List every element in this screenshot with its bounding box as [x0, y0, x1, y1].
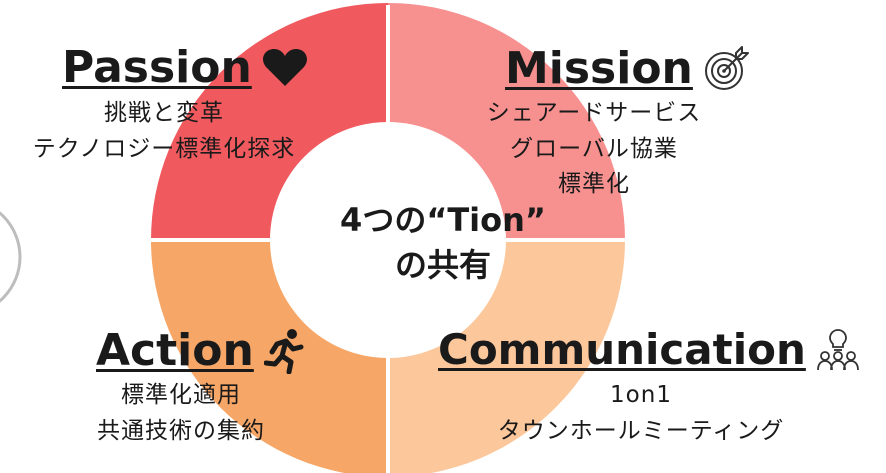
action-title: Action — [96, 328, 304, 374]
communication-line-1: 1on1 — [610, 382, 672, 408]
target-icon — [703, 46, 749, 92]
mission-line-2: グローバル協業 — [510, 135, 678, 162]
mission-body: シェアードサービス グローバル協業 標準化 — [444, 96, 744, 203]
action-line-1: 標準化適用 — [121, 382, 241, 408]
center-label-line2: の共有 — [394, 245, 491, 284]
mission-line-1: シェアードサービス — [486, 100, 702, 126]
center-label: 4つの“Tion” の共有 — [0, 198, 886, 288]
mission-line-3: 標準化 — [558, 171, 630, 198]
center-label-line1: 4つの“Tion” — [340, 201, 546, 239]
people-idea-icon — [816, 328, 860, 372]
communication-title-text: Communication — [438, 325, 806, 374]
passion-title-text: Passion — [62, 42, 252, 93]
runner-icon — [263, 328, 304, 374]
passion-title: Passion — [62, 46, 308, 90]
donut-center — [270, 122, 506, 358]
communication-line-2: タウンホールミーティング — [497, 417, 785, 444]
action-body: 標準化適用 共通技術の集約 — [36, 378, 326, 449]
communication-title: Communication — [438, 328, 860, 372]
heart-icon — [262, 48, 308, 88]
mission-title-text: Mission — [505, 43, 693, 94]
passion-line-1: 挑戦と変革 — [104, 100, 224, 126]
partial-circle-left — [0, 211, 22, 303]
action-line-2: 共通技術の集約 — [97, 417, 265, 444]
passion-body: 挑戦と変革 テクノロジー標準化探求 — [8, 96, 320, 167]
mission-title: Mission — [505, 46, 749, 92]
passion-line-2: テクノロジー標準化探求 — [32, 135, 296, 162]
communication-body: 1on1 タウンホールミーティング — [496, 378, 786, 449]
action-title-text: Action — [96, 325, 254, 376]
